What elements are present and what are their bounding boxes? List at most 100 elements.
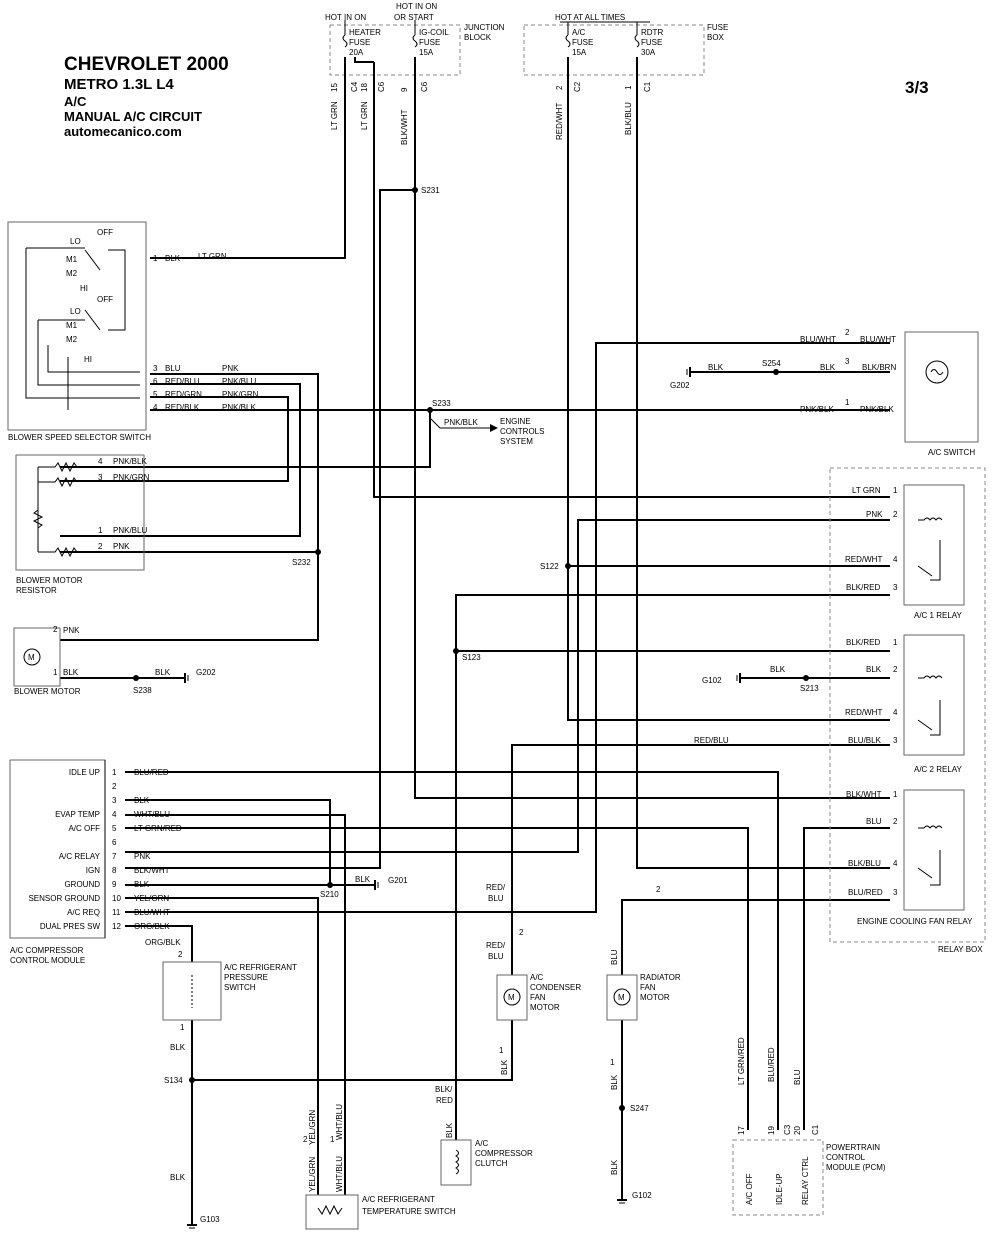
ground-g102-relay: G102 — [702, 673, 741, 685]
svg-text:G103: G103 — [200, 1215, 220, 1224]
hot-in-on-label: HOT IN ON — [325, 13, 366, 22]
svg-text:BLOWER MOTOR: BLOWER MOTOR — [14, 687, 81, 696]
splice-s123: S123 — [462, 653, 481, 662]
module-pin-number: 10 — [112, 894, 121, 903]
svg-text:BLK: BLK — [820, 363, 836, 372]
svg-text:1: 1 — [845, 398, 850, 407]
svg-text:PNK: PNK — [63, 626, 80, 635]
ground-g202-blower: G202 — [184, 668, 216, 683]
svg-text:RED/BLK: RED/BLK — [165, 403, 200, 412]
module-pin-wire: WHT/BLU — [134, 810, 170, 819]
svg-text:6: 6 — [153, 377, 158, 386]
svg-text:20A: 20A — [349, 48, 364, 57]
svg-text:BLK: BLK — [63, 668, 79, 677]
svg-text:G102: G102 — [632, 1191, 652, 1200]
svg-text:HI: HI — [80, 284, 88, 293]
svg-text:1: 1 — [180, 1023, 185, 1032]
module-pin-number: 5 — [112, 824, 117, 833]
module-pin-wire: PNK — [134, 852, 151, 861]
svg-text:HI: HI — [84, 355, 92, 364]
svg-text:C2: C2 — [573, 81, 582, 92]
svg-text:PNK: PNK — [866, 510, 883, 519]
svg-text:PNK: PNK — [113, 542, 130, 551]
svg-text:FUSE: FUSE — [349, 38, 370, 47]
ground-g102-radiator: G102 — [617, 1191, 652, 1204]
splice-s238: S238 — [133, 686, 152, 695]
system-name: A/C — [64, 94, 87, 109]
svg-text:15A: 15A — [572, 48, 587, 57]
module-pin-label: SENSOR GROUND — [28, 894, 100, 903]
svg-text:C4: C4 — [350, 81, 359, 92]
svg-text:4: 4 — [98, 457, 103, 466]
svg-text:LO: LO — [70, 307, 81, 316]
blower-motor: M BLOWER MOTOR 2 PNK 1 BLK BLK — [13, 625, 171, 696]
module-pin-label: EVAP TEMP — [55, 810, 100, 819]
svg-text:17: 17 — [737, 1126, 746, 1135]
svg-text:BLK: BLK — [165, 254, 181, 263]
svg-text:1: 1 — [610, 1058, 615, 1067]
svg-text:A/C: A/C — [475, 1139, 489, 1148]
svg-text:CONTROL: CONTROL — [826, 1153, 866, 1162]
svg-text:PNK/BLK: PNK/BLK — [113, 457, 147, 466]
svg-text:OFF: OFF — [97, 295, 113, 304]
splice-s210: S210 — [320, 890, 339, 899]
svg-text:9: 9 — [400, 87, 409, 92]
svg-text:RED/: RED/ — [486, 883, 506, 892]
svg-text:ENGINE COOLING FAN RELAY: ENGINE COOLING FAN RELAY — [857, 917, 973, 926]
svg-text:PNK/BLK: PNK/BLK — [222, 403, 256, 412]
module-pin-label: IGN — [86, 866, 100, 875]
svg-text:BLK: BLK — [170, 1173, 186, 1182]
ground-g103: G103 — [187, 1215, 220, 1229]
svg-text:1: 1 — [98, 526, 103, 535]
module-pin-wire: YEL/GRN — [134, 894, 169, 903]
svg-text:2: 2 — [656, 885, 661, 894]
svg-text:A/C REFRIGERANT: A/C REFRIGERANT — [224, 963, 297, 972]
engine-controls-system: PNK/BLK ENGINE CONTROLS SYSTEM — [444, 417, 544, 446]
svg-text:A/C 1 RELAY: A/C 1 RELAY — [914, 611, 963, 620]
vehicle-make: CHEVROLET 2000 — [64, 54, 229, 75]
svg-text:BLU/RED: BLU/RED — [767, 1047, 776, 1082]
svg-text:PNK/BLU: PNK/BLU — [222, 377, 256, 386]
svg-text:G102: G102 — [702, 676, 722, 685]
svg-text:RED/WHT: RED/WHT — [845, 708, 882, 717]
svg-text:A/C COMPRESSOR: A/C COMPRESSOR — [10, 946, 84, 955]
svg-text:RED/WHT: RED/WHT — [845, 555, 882, 564]
blower-switch-label: BLOWER SPEED SELECTOR SWITCH — [8, 433, 151, 442]
splice-s122: S122 — [540, 562, 559, 571]
diagram-header: CHEVROLET 2000 METRO 1.3L L4 A/C MANUAL … — [64, 54, 229, 139]
svg-text:YEL/GRN: YEL/GRN — [308, 1110, 317, 1145]
svg-text:1: 1 — [893, 790, 898, 799]
svg-text:18: 18 — [360, 83, 369, 92]
svg-text:15: 15 — [330, 83, 339, 92]
page-number: 3/3 — [905, 78, 929, 97]
svg-text:C1: C1 — [643, 81, 652, 92]
ac-switch: A/C SWITCH 2 BLU/WHT BLU/WHT 3 BLK BLK B… — [708, 328, 979, 457]
svg-text:BLK: BLK — [445, 1122, 454, 1138]
svg-text:G201: G201 — [388, 876, 408, 885]
splice-s247: S247 — [630, 1104, 649, 1113]
svg-text:LT GRN: LT GRN — [852, 486, 881, 495]
module-pin-wire: BLU/RED — [134, 768, 169, 777]
module-pin-number: 1 — [112, 768, 117, 777]
svg-text:G202: G202 — [670, 381, 690, 390]
svg-text:C3: C3 — [783, 1124, 792, 1135]
circuit-name: MANUAL A/C CIRCUIT — [64, 109, 202, 124]
svg-text:2: 2 — [555, 85, 564, 90]
svg-text:TEMPERATURE SWITCH: TEMPERATURE SWITCH — [362, 1207, 456, 1216]
svg-text:30A: 30A — [641, 48, 656, 57]
svg-text:RED/WHT: RED/WHT — [555, 103, 564, 140]
svg-text:3: 3 — [893, 736, 898, 745]
module-pin-label: A/C REQ — [67, 908, 100, 917]
svg-text:4: 4 — [893, 859, 898, 868]
svg-text:BLU: BLU — [488, 952, 504, 961]
svg-text:MOTOR: MOTOR — [640, 993, 670, 1002]
hot-in-on-or-start-label-2: OR START — [394, 13, 434, 22]
wires — [60, 57, 890, 1225]
splice-labels: S231 S233 S232 S238 S254 S122 S123 S213 … — [133, 186, 819, 1113]
relay-box-label: RELAY BOX — [938, 945, 983, 954]
svg-text:15A: 15A — [419, 48, 434, 57]
module-pin-wire: BLU/WHT — [134, 908, 170, 917]
